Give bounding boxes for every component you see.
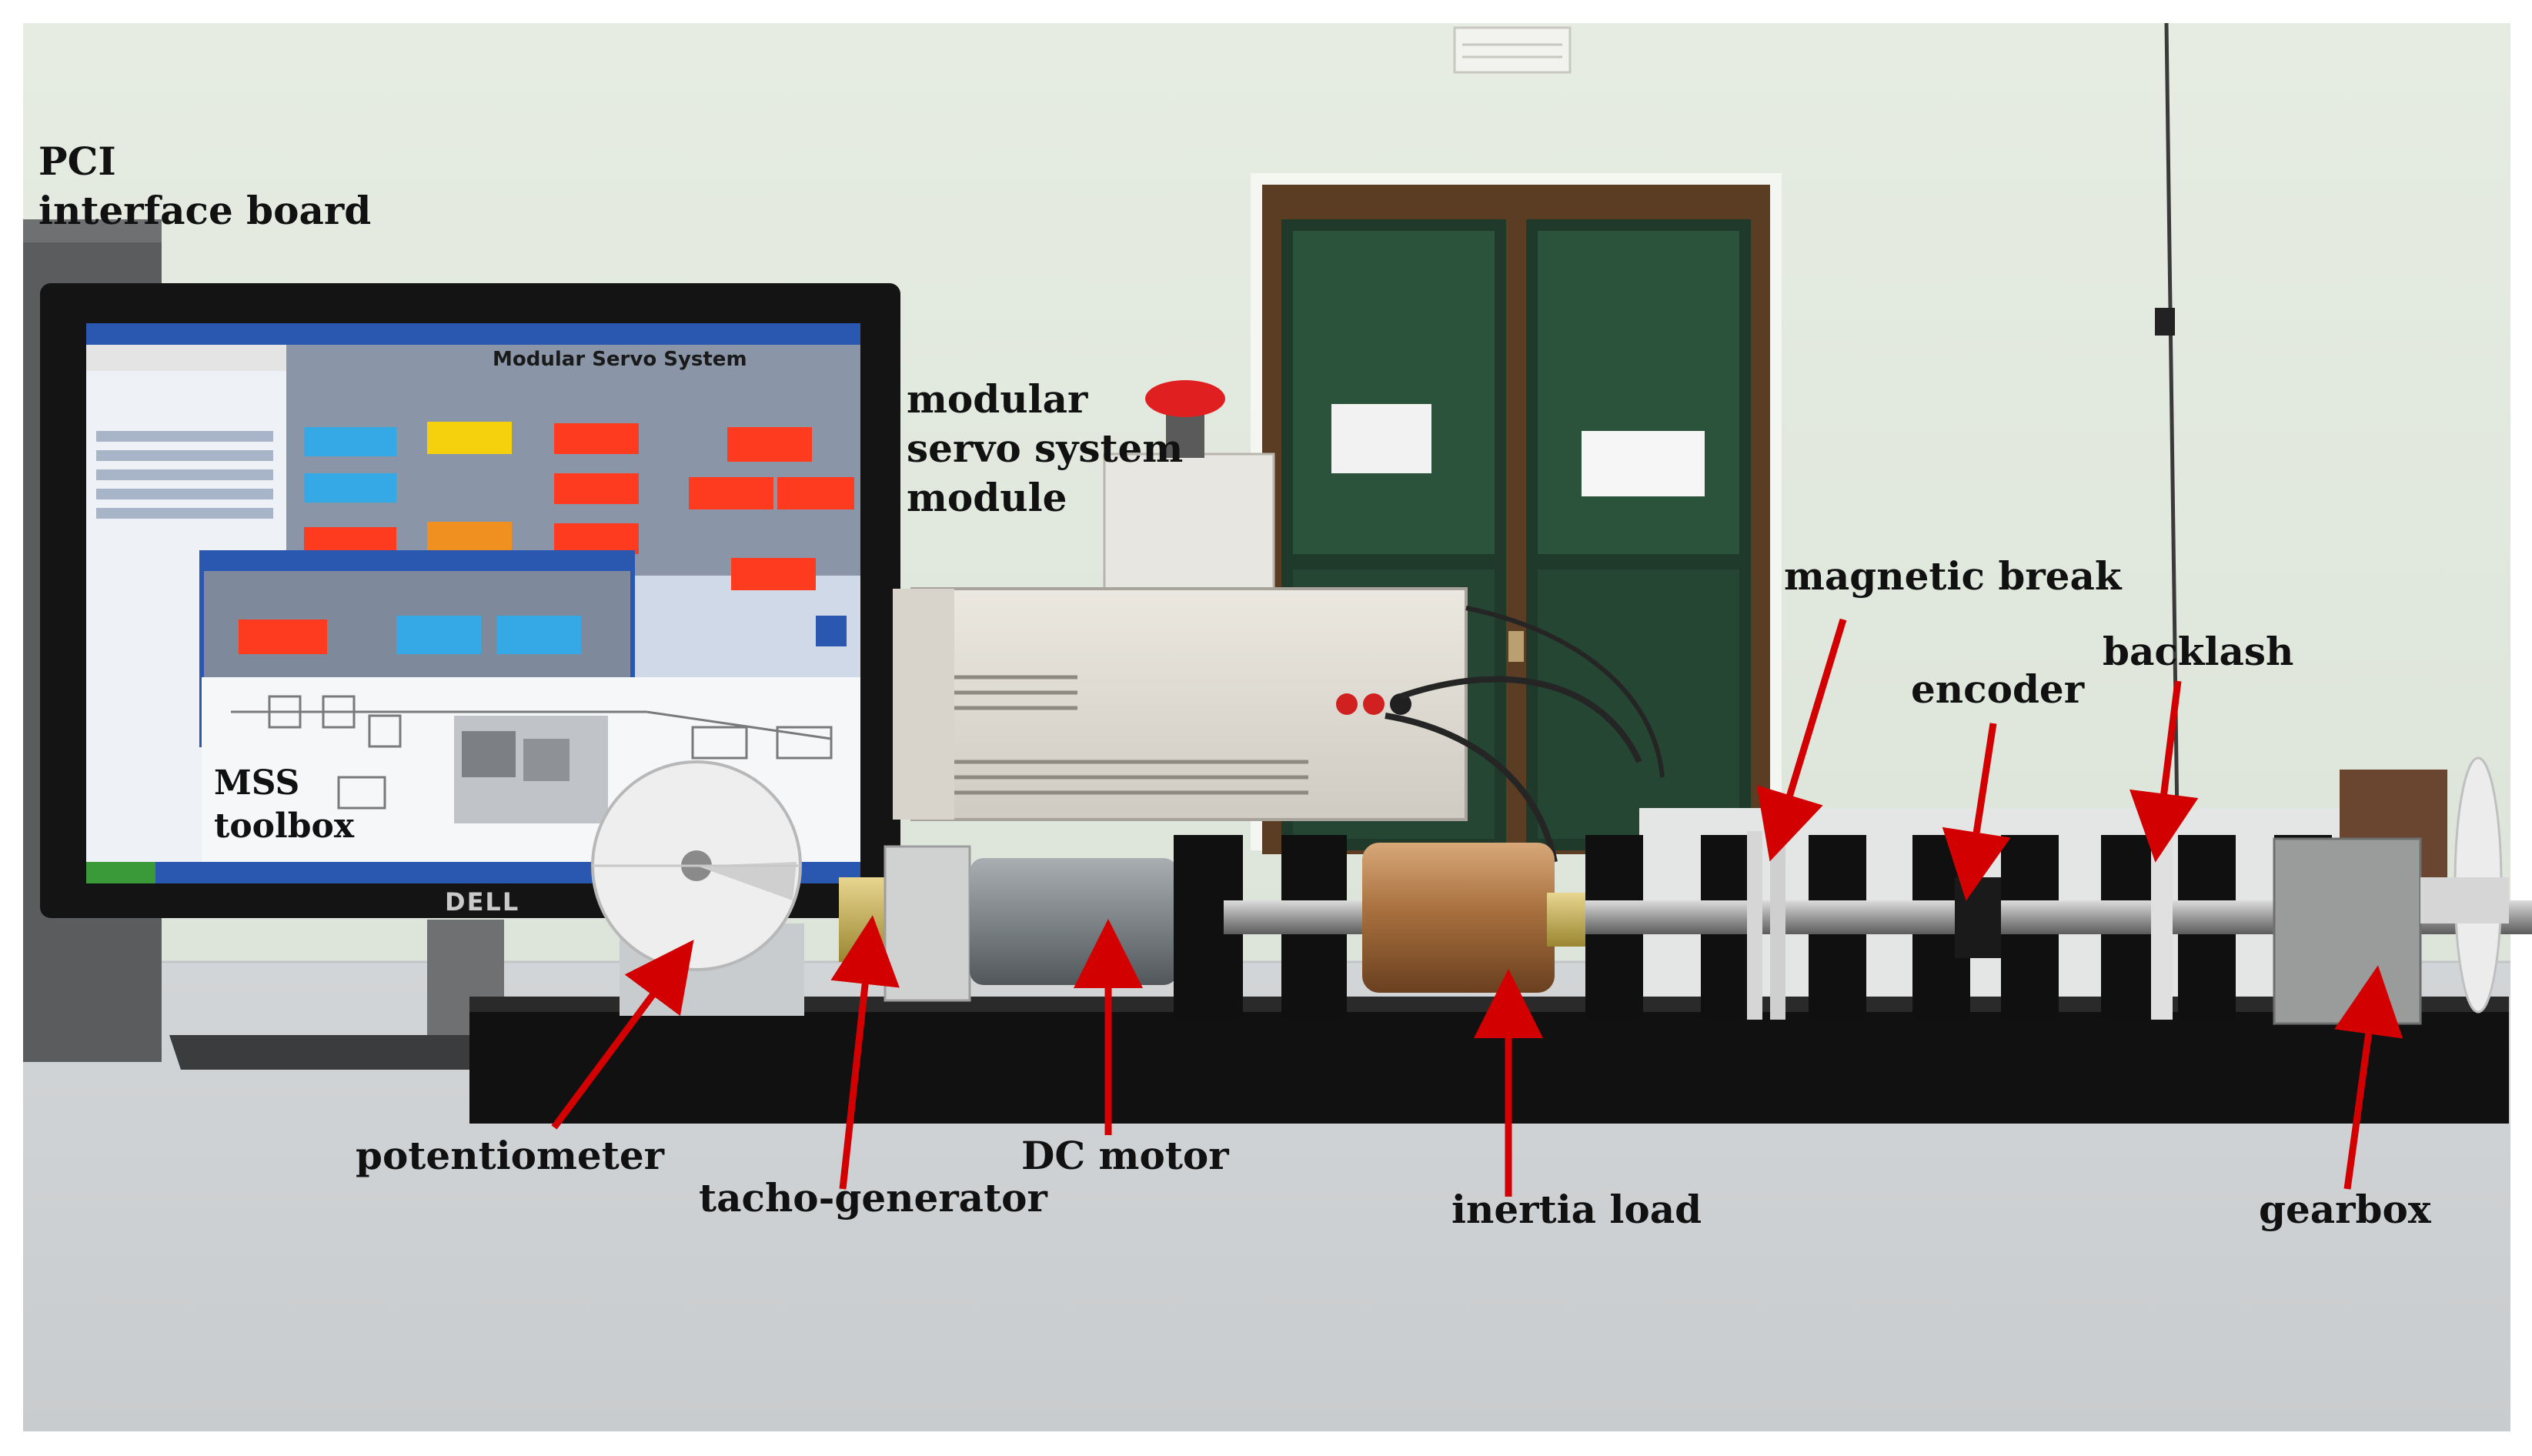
label-pci-line-2: interface board bbox=[38, 188, 372, 233]
label-modular-servo-system-module: modular servo system module bbox=[907, 375, 1183, 523]
label-encoder: encoder bbox=[1911, 666, 2085, 712]
label-pci-interface-board: PCI interface board bbox=[38, 137, 371, 235]
label-mss-line-1: MSS bbox=[214, 763, 300, 803]
label-mss-toolbox: MSS toolbox bbox=[214, 762, 354, 848]
label-servo-line-1: modular bbox=[907, 376, 1088, 422]
label-mss-line-2: toolbox bbox=[214, 806, 355, 846]
label-potentiometer: potentiometer bbox=[356, 1133, 664, 1178]
label-pci-line-1: PCI bbox=[38, 139, 116, 184]
label-dc-motor: DC motor bbox=[1021, 1133, 1229, 1178]
screen-title: Modular Servo System bbox=[493, 348, 747, 371]
label-tacho-generator: tacho-generator bbox=[699, 1175, 1047, 1221]
label-servo-line-3: module bbox=[907, 475, 1067, 520]
label-backlash: backlash bbox=[2103, 629, 2294, 674]
monitor-brand-logo: DELL bbox=[445, 887, 520, 917]
label-inertia-load: inertia load bbox=[1451, 1187, 1702, 1232]
label-gearbox: gearbox bbox=[2259, 1187, 2431, 1232]
label-servo-line-2: servo system bbox=[907, 426, 1184, 471]
label-magnetic-break: magnetic break bbox=[1784, 553, 2122, 599]
annotation-arrows bbox=[551, 618, 2403, 1197]
